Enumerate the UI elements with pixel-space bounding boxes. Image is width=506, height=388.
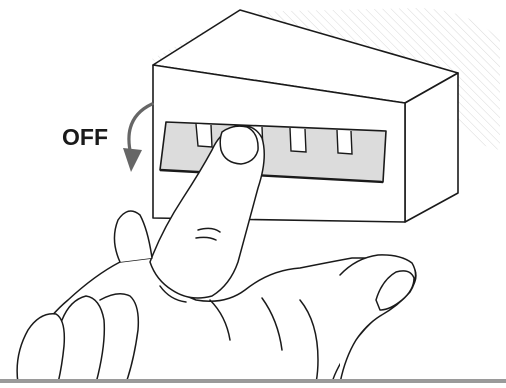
off-label: OFF [62, 124, 108, 150]
middle-finger [114, 211, 152, 262]
bottom-border [0, 379, 506, 383]
curled-finger-2 [17, 314, 64, 383]
switch-slot-4 [337, 130, 352, 154]
off-arrow-icon [123, 104, 152, 172]
switch-slot-1 [196, 124, 212, 147]
fingernail [220, 126, 258, 164]
switch-slot-3 [290, 128, 306, 152]
dip-switch-strip [160, 122, 386, 182]
